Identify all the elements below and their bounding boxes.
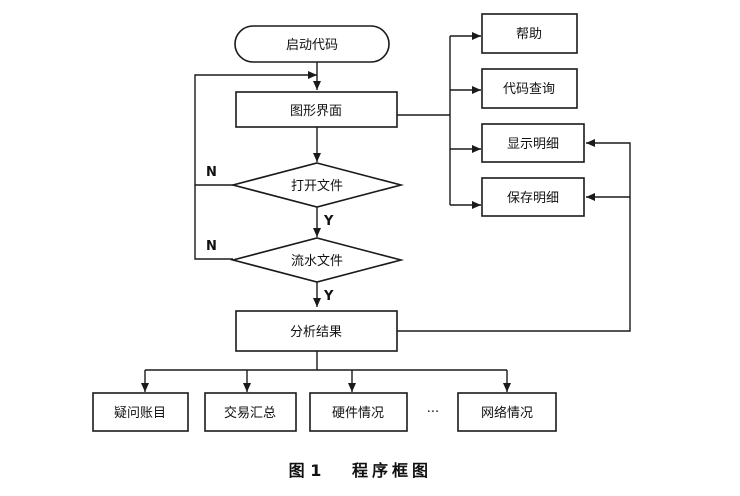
show-detail-node-label: 显示明细 <box>507 137 559 152</box>
edge-analyze-to-show <box>397 139 631 332</box>
save-detail-node: 保存明细 <box>481 177 585 217</box>
start-node: 启动代码 <box>234 25 390 63</box>
hardware-status-label: 硬件情况 <box>332 406 384 421</box>
save-detail-node-label: 保存明细 <box>507 191 559 206</box>
figure-number: 图 1 <box>289 461 322 480</box>
analyze-node-label: 分析结果 <box>290 325 342 340</box>
gui-node-label: 图形界面 <box>290 104 342 119</box>
analyze-node: 分析结果 <box>235 310 398 352</box>
flow-yes-label: Y <box>323 289 334 304</box>
open-file-label: 打开文件 <box>291 179 343 194</box>
flow-no-label: N <box>206 239 217 254</box>
open-file-decision: 打开文件 <box>229 162 405 208</box>
network-status-label: 网络情况 <box>481 405 533 421</box>
flow-file-decision: 流水文件 <box>229 237 405 283</box>
code-query-node-label: 代码查询 <box>503 82 555 97</box>
code-query-node: 代码查询 <box>481 68 578 109</box>
edge-flow-no-loop <box>194 185 233 260</box>
figure-caption: 图 1 程序框图 <box>289 461 432 480</box>
transaction-summary-node: 交易汇总 <box>204 392 297 432</box>
ellipsis-text: ··· <box>427 405 439 420</box>
suspicious-records-node: 疑问账目 <box>92 392 189 432</box>
help-node: 帮助 <box>481 13 578 54</box>
network-status-node: 网络情况 <box>457 392 557 432</box>
help-node-label: 帮助 <box>516 27 542 42</box>
transaction-summary-label: 交易汇总 <box>224 405 276 421</box>
show-detail-node: 显示明细 <box>481 123 585 163</box>
start-node-label: 启动代码 <box>286 38 338 53</box>
connectors <box>141 32 631 392</box>
open-no-label: N <box>206 165 217 180</box>
flow-file-label: 流水文件 <box>291 254 343 269</box>
open-yes-label: Y <box>323 214 334 229</box>
figure-title: 程序框图 <box>352 461 432 480</box>
edge-open-no-loop <box>194 71 317 186</box>
suspicious-records-label: 疑问账目 <box>114 405 166 421</box>
gui-node: 图形界面 <box>235 91 398 128</box>
hardware-status-node: 硬件情况 <box>309 392 408 432</box>
